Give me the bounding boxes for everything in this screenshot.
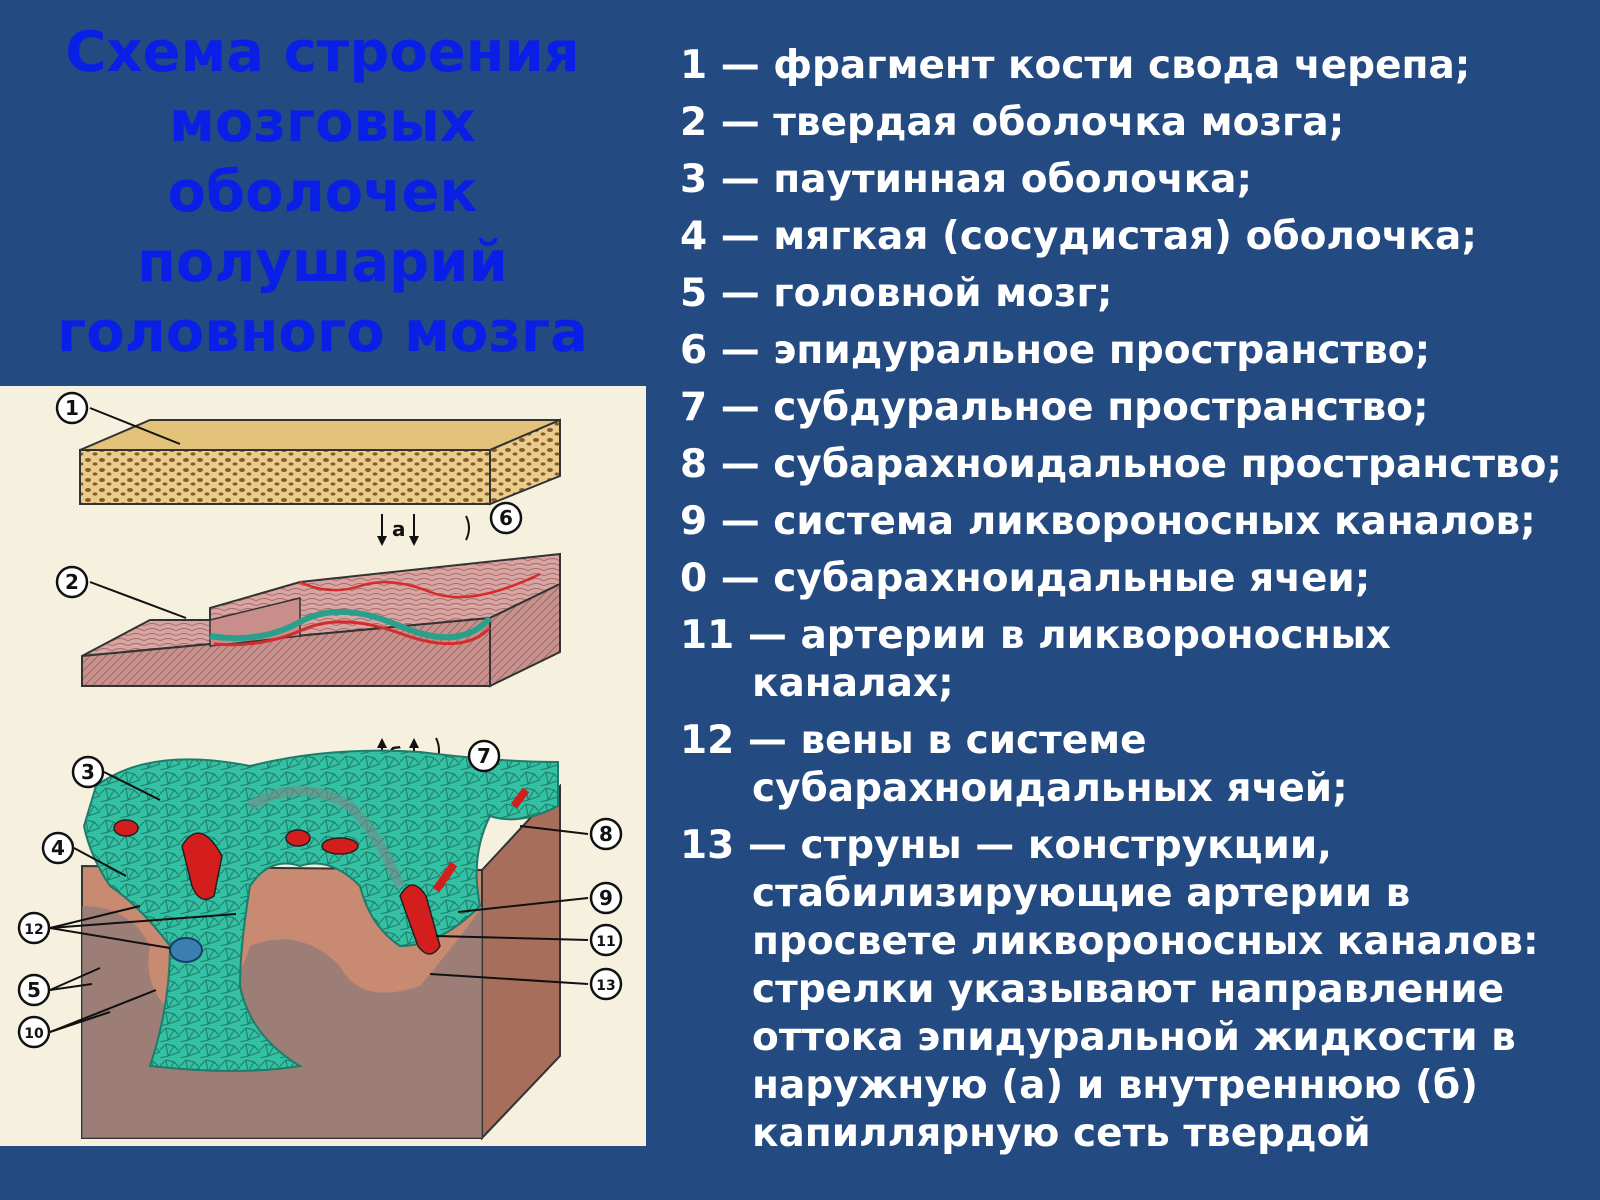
svg-text:10: 10: [24, 1026, 44, 1042]
page-title: Схема строения мозговых оболочек полушар…: [57, 20, 588, 365]
svg-text:2: 2: [65, 570, 79, 594]
legend-item: 12 — вены в системе субарахноидальных яч…: [680, 718, 1348, 811]
label-3: 3: [71, 755, 161, 801]
bone-fragment: [79, 418, 561, 506]
label-8: 8: [519, 817, 623, 851]
svg-text:12: 12: [24, 922, 43, 938]
legend-item: 0 — субарахноидальные ячеи;: [680, 556, 1371, 601]
svg-text:1: 1: [65, 396, 79, 420]
svg-text:4: 4: [51, 836, 65, 860]
legend-item-text: эпидуральное пространство;: [773, 328, 1431, 373]
legend-item-text: система ликвороносных каналов;: [773, 499, 1536, 544]
legend-item-number: 7: [680, 385, 708, 430]
svg-text:11: 11: [596, 934, 615, 950]
legend-item-text: мягкая (сосудистая) оболочка;: [773, 214, 1477, 259]
legend-item-text: артерии в ликвороносных каналах;: [752, 613, 1391, 706]
legend-item-number: 8: [680, 442, 708, 487]
legend-item-number: 13: [680, 823, 735, 868]
legend-item-number: 0: [680, 556, 708, 601]
legend-item-text: субдуральное пространство;: [773, 385, 1429, 430]
legend-item-number: 1: [680, 43, 708, 88]
legend-item: 8 — субарахноидальное пространство;: [680, 442, 1562, 487]
svg-text:7: 7: [477, 744, 491, 768]
legend-item: 9 — система ликвороносных каналов;: [680, 499, 1536, 544]
legend-item-number: 11: [680, 613, 735, 658]
dura-mater-block: [81, 552, 561, 688]
legend-item-number: 4: [680, 214, 708, 259]
legend-item: 7 — субдуральное пространство;: [680, 385, 1429, 430]
legend-item: 11 — артерии в ликвороносных каналах;: [680, 613, 1391, 706]
label-9: 9: [457, 881, 623, 915]
legend-item-text: вены в системе субарахноидальных ячей;: [752, 718, 1348, 811]
legend-item: 3 — паутинная оболочка;: [680, 157, 1253, 202]
vessels: [113, 787, 530, 963]
legend-item-number: 6: [680, 328, 708, 373]
label-11: 11: [435, 923, 623, 957]
legend-item-number: 12: [680, 718, 735, 763]
label-5: 5: [17, 967, 101, 1007]
legend-item-text: субарахноидальное пространство;: [773, 442, 1562, 487]
svg-text:3: 3: [81, 760, 95, 784]
arrow-a-label: а: [392, 517, 406, 541]
label-4: 4: [41, 831, 127, 877]
label-10: 10: [17, 989, 157, 1049]
label-1: 1: [55, 391, 181, 445]
label-2: 2: [55, 565, 187, 619]
legend-item-text: фрагмент кости свода черепа;: [773, 43, 1471, 88]
arrow-a: а: [377, 514, 470, 546]
svg-text:6: 6: [499, 506, 513, 530]
legend-item: 1 — фрагмент кости свода черепа;: [680, 43, 1471, 88]
legend-item-number: 5: [680, 271, 708, 316]
label-6: 6: [489, 501, 523, 535]
label-7: 7: [467, 739, 501, 773]
legend-item-text: паутинная оболочка;: [773, 157, 1253, 202]
legend-item-text: твердая оболочка мозга;: [773, 100, 1345, 145]
legend-item-number: 9: [680, 499, 708, 544]
legend-item-number: 3: [680, 157, 708, 202]
legend-item: 13 — струны — конструкции, стабилизирующ…: [680, 823, 1539, 1156]
svg-text:8: 8: [599, 822, 613, 846]
legend-item: 5 — головной мозг;: [680, 271, 1113, 316]
legend-item-text: струны — конструкции, стабилизирующие ар…: [752, 823, 1539, 1156]
svg-text:5: 5: [27, 978, 41, 1002]
legend-item-text: субарахноидальные ячеи;: [773, 556, 1371, 601]
legend-item-number: 2: [680, 100, 708, 145]
meninges-diagram: а б: [0, 386, 646, 1146]
legend-list: 1 — фрагмент кости свода черепа; 2 — твер…: [680, 42, 1580, 1167]
legend-item: 4 — мягкая (сосудистая) оболочка;: [680, 214, 1477, 259]
svg-text:13: 13: [596, 978, 615, 994]
svg-text:9: 9: [599, 886, 613, 910]
legend-item-text: головной мозг;: [773, 271, 1113, 316]
label-13: 13: [429, 967, 623, 1001]
legend-item: 2 — твердая оболочка мозга;: [680, 100, 1345, 145]
legend-item: 6 — эпидуральное пространство;: [680, 328, 1431, 373]
arachnoid-layer: [82, 749, 559, 1072]
label-12: 12: [17, 905, 237, 949]
